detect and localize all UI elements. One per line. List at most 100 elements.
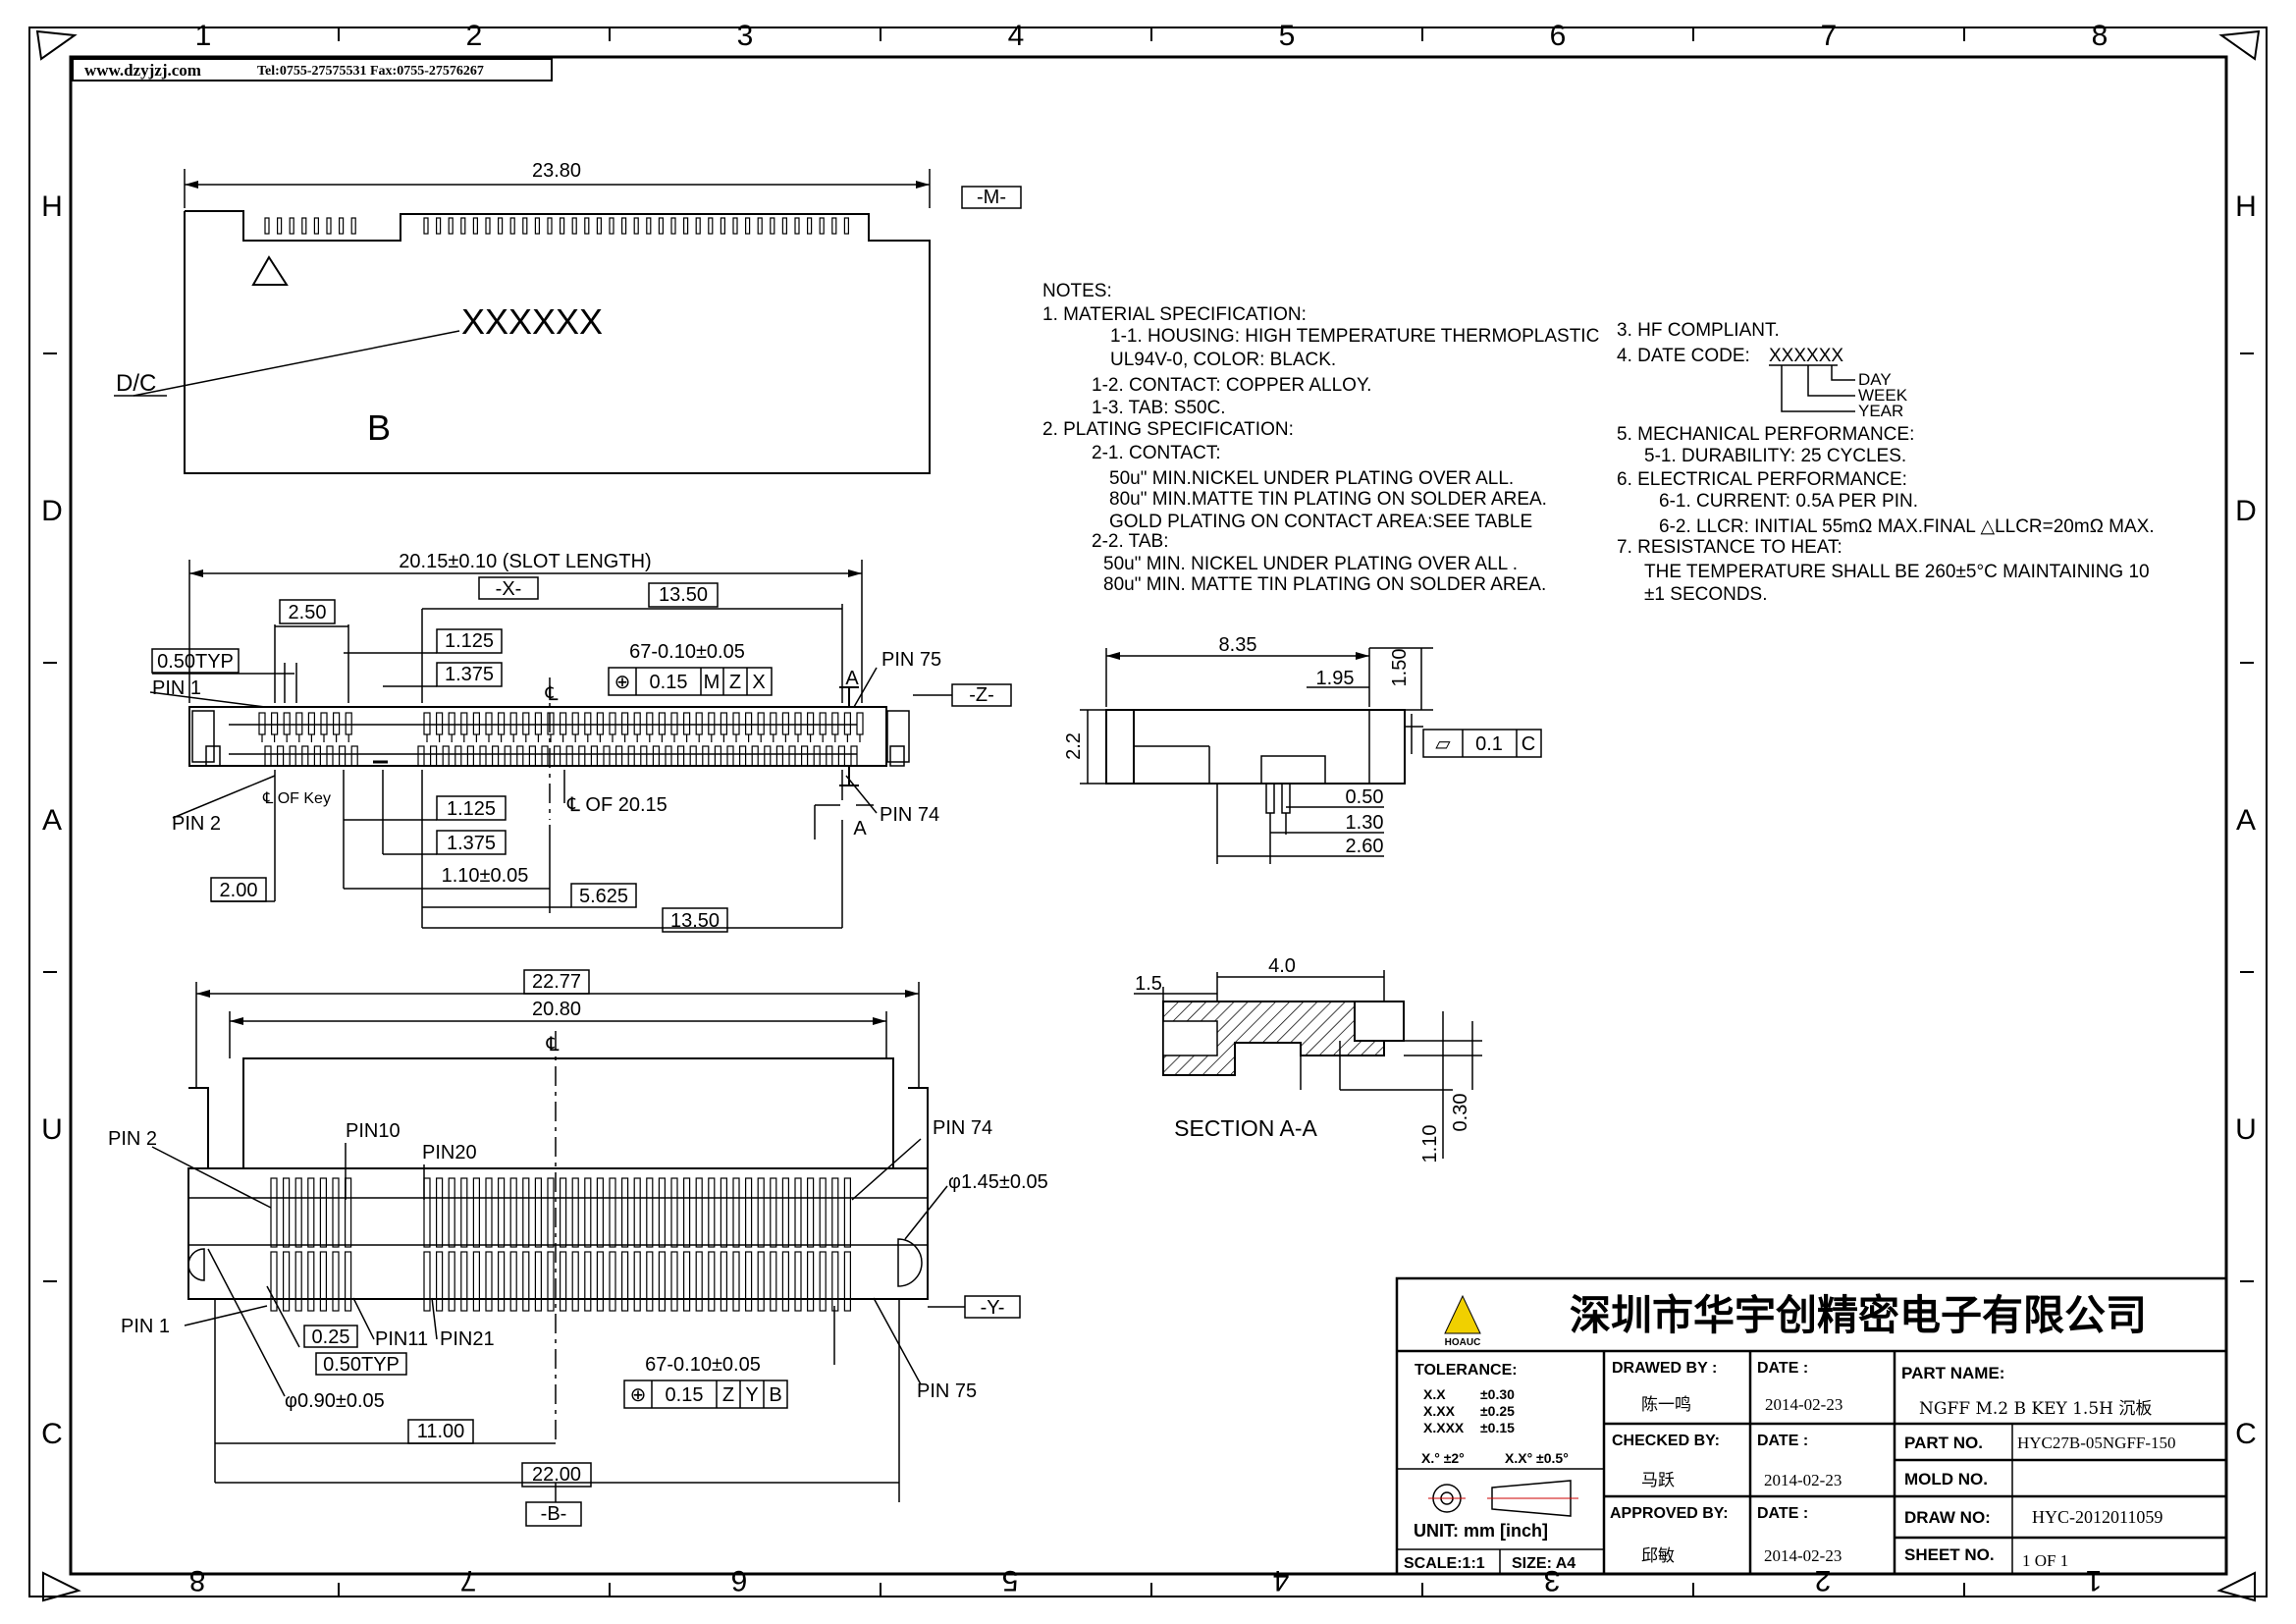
bottom-fcf-datum-1: Z xyxy=(722,1384,734,1406)
note-4-date-code: XXXXXX xyxy=(1769,346,1843,366)
contact-pin xyxy=(819,712,827,735)
contact-pin xyxy=(658,217,665,235)
dim-13-50-bot: 13.50 xyxy=(670,910,720,932)
contact-pin xyxy=(646,712,654,735)
grid-bottom-5: 5 xyxy=(1002,1564,1019,1597)
contact-pin xyxy=(559,1177,567,1248)
contact-pin xyxy=(620,712,629,735)
contact-pin xyxy=(813,745,821,767)
contact-pin xyxy=(460,712,468,735)
dim-8-35: 8.35 xyxy=(1219,634,1257,656)
contact-pin xyxy=(609,1177,616,1248)
dim-13-50-top: 13.50 xyxy=(659,584,708,606)
dim-4-0: 4.0 xyxy=(1268,955,1296,977)
contact-pin xyxy=(757,1251,765,1312)
contact-pin xyxy=(640,745,648,767)
contact-pin xyxy=(472,1251,480,1312)
contact-pin xyxy=(646,217,652,235)
bottom-fcf-datum-2: Y xyxy=(745,1384,758,1406)
dim-pitch-typ: 0.50TYP xyxy=(157,651,234,673)
contact-pin xyxy=(831,1177,839,1248)
contact-pin xyxy=(744,1177,753,1248)
contact-pin xyxy=(534,217,541,235)
mold-no-label: MOLD NO. xyxy=(1904,1470,1988,1489)
dim-1-10-section: 1.10 xyxy=(1419,1125,1441,1164)
note-7-b: ±1 SECONDS. xyxy=(1644,584,1768,605)
contact-pin xyxy=(307,1177,315,1248)
note-2-2-b: 80u" MIN. MATTE TIN PLATING ON SOLDER AR… xyxy=(1103,574,1546,595)
notes-title: NOTES: xyxy=(1042,281,1112,301)
date-approved-label: DATE : xyxy=(1757,1505,1808,1522)
contact-pin xyxy=(775,745,784,767)
contact-pin xyxy=(313,217,319,235)
checked-by-value: 马跃 xyxy=(1641,1471,1675,1490)
grid-left-c: C xyxy=(41,1418,63,1450)
contact-pin xyxy=(720,1177,728,1248)
contact-pin xyxy=(565,745,573,767)
contact-pin xyxy=(547,217,553,235)
part-name-label: PART NAME: xyxy=(1901,1364,2004,1382)
front-pin-count-tol: 67-0.10±0.05 xyxy=(629,641,745,663)
grid-bottom-3: 3 xyxy=(1544,1564,1561,1597)
dim-1-10: 1.10±0.05 xyxy=(442,865,529,887)
grid-bottom-2: 2 xyxy=(1815,1564,1832,1597)
dim-5-625: 5.625 xyxy=(579,886,628,907)
note-7-a: THE TEMPERATURE SHALL BE 260±5°C MAINTAI… xyxy=(1644,562,2150,582)
fcf-datum-2: Z xyxy=(729,672,741,693)
contact-pin xyxy=(856,712,864,735)
contact-pin xyxy=(423,712,431,735)
contact-pin xyxy=(794,1251,802,1312)
note-4: 4. DATE CODE: xyxy=(1617,346,1750,366)
contact-pin xyxy=(596,1177,605,1248)
flatness-tolerance: 0.1 xyxy=(1475,733,1503,755)
front-pin75-label: PIN 75 xyxy=(881,649,941,671)
contact-pin xyxy=(509,712,517,735)
note-7: 7. RESISTANCE TO HEAT: xyxy=(1617,537,1842,558)
note-2-2: 2-2. TAB: xyxy=(1092,531,1169,552)
bottom-pin10-label: PIN10 xyxy=(346,1120,400,1142)
contact-pin xyxy=(460,217,466,235)
contact-pin xyxy=(442,745,450,767)
contact-pin xyxy=(509,1251,517,1312)
date-drawn-label: DATE : xyxy=(1757,1360,1808,1377)
flatness-fcf: ▱ 0.1 C xyxy=(1435,733,1535,755)
contact-pin xyxy=(326,217,332,235)
contact-pin xyxy=(504,745,511,767)
tol-xxxx: X.XXX xyxy=(1423,1420,1465,1435)
contact-pin xyxy=(522,217,528,235)
title-block-text: TOLERANCE: X.X ±0.30 X.XX ±0.25 X.XXX ±0… xyxy=(1404,1360,2176,1572)
contact-pin xyxy=(751,745,759,767)
contact-pin xyxy=(646,1177,654,1248)
date-code-mark: XXXXXX xyxy=(461,301,603,342)
contact-pin xyxy=(547,1177,555,1248)
contact-pin xyxy=(559,1251,567,1312)
contact-pin xyxy=(788,745,796,767)
contact-pin xyxy=(732,712,740,735)
date-checked-value: 2014-02-23 xyxy=(1764,1471,1842,1489)
date-approved-value: 2014-02-23 xyxy=(1764,1546,1842,1565)
note-4-year: YEAR xyxy=(1858,402,1903,420)
dim-2-00: 2.00 xyxy=(220,880,258,901)
contact-pin xyxy=(271,712,279,735)
bottom-centerline-mark: ℄ xyxy=(546,1034,560,1056)
approved-by-value: 邱敏 xyxy=(1641,1546,1675,1566)
contact-pin xyxy=(658,1177,667,1248)
contact-pin xyxy=(571,1251,579,1312)
contact-pin xyxy=(633,1251,641,1312)
contact-pin xyxy=(436,1251,444,1312)
contact-pin xyxy=(498,1177,506,1248)
part-name-value: NGFF M.2 B KEY 1.5H 沉板 xyxy=(1919,1399,2152,1419)
contact-pin xyxy=(345,712,352,735)
contact-pin xyxy=(294,1177,302,1248)
sheet-no-label: SHEET NO. xyxy=(1904,1545,1995,1564)
drawn-by-value: 陈一鸣 xyxy=(1641,1395,1691,1415)
contact-pin xyxy=(732,217,738,235)
contact-pin xyxy=(702,745,710,767)
contact-pin xyxy=(682,1177,691,1248)
cl-of-20-15: ℄ OF 20.15 xyxy=(566,794,667,816)
contact-pin xyxy=(744,1251,753,1312)
contact-pin xyxy=(571,1177,579,1248)
contact-pin xyxy=(826,745,833,767)
dim-11-00: 11.00 xyxy=(417,1421,465,1442)
